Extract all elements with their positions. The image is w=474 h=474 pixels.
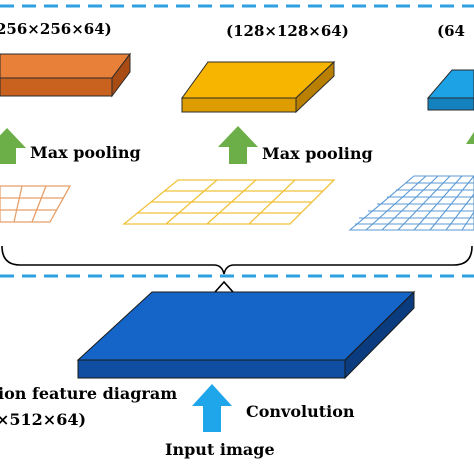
yellow-slab-dimensions: (128×128×64) [226, 22, 349, 40]
orange-slab-dimensions: 256×256×64) [0, 20, 112, 38]
yellow-feature-slab [181, 60, 336, 114]
feature-diagram-dimensions: ×512×64) [0, 410, 87, 429]
green-up-arrow-icon [218, 126, 258, 164]
cyan-slab-dimensions: (64 [437, 22, 465, 40]
feature-diagram-label: ion feature diagram [0, 384, 178, 403]
blue-feature-slab [76, 290, 416, 380]
green-up-arrow-icon [466, 132, 474, 144]
blue-grid [348, 175, 474, 231]
yellow-grid [122, 179, 336, 225]
green-up-arrow-icon [0, 128, 26, 164]
max-pooling-label-middle: Max pooling [262, 144, 373, 163]
max-pooling-label-left: Max pooling [30, 143, 141, 162]
convolution-label: Convolution [246, 402, 355, 421]
input-image-label: Input image [165, 440, 275, 459]
cyan-feature-slab [426, 69, 474, 111]
branch-bracket [1, 245, 473, 275]
blue-up-arrow-icon [192, 384, 232, 432]
orange-grid [0, 185, 72, 223]
orange-feature-slab [0, 52, 131, 98]
